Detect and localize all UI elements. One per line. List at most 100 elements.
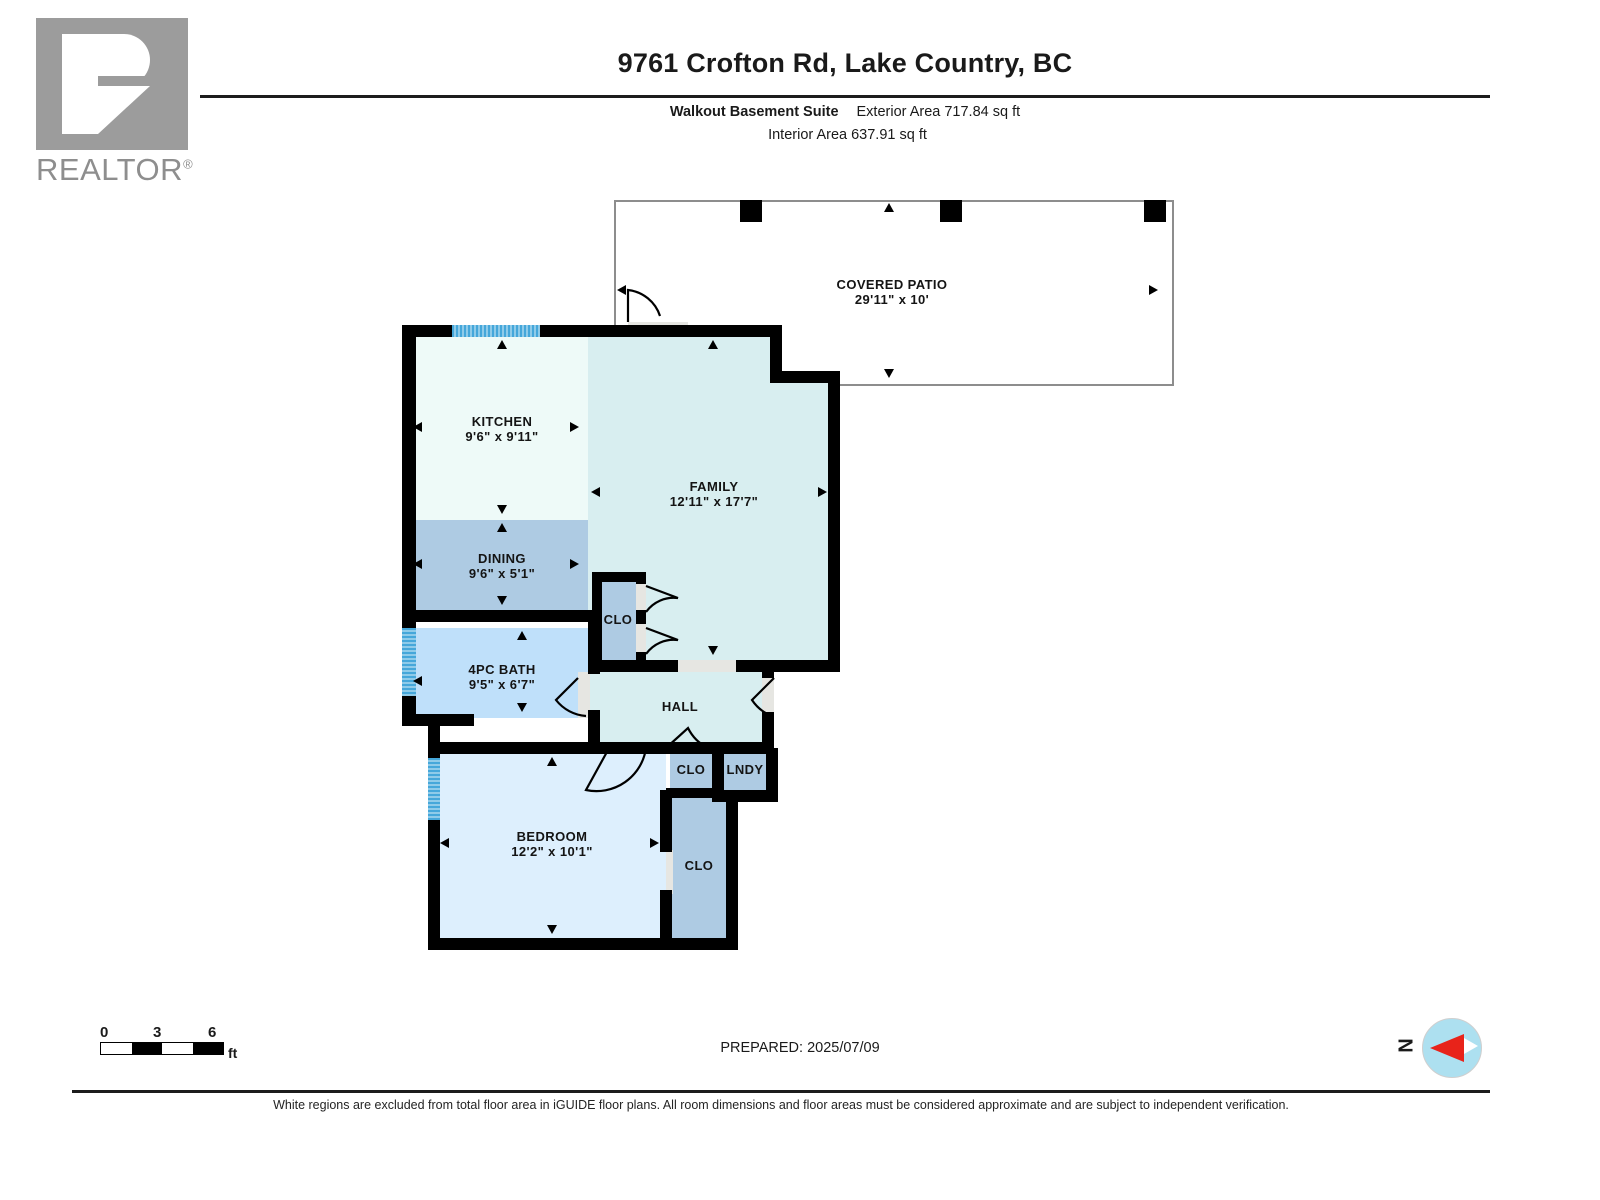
room-closet-family-fill [598, 578, 638, 660]
dim-arrow-bath-top [517, 631, 527, 640]
doorway-family-hall [676, 660, 736, 672]
page-title: 9761 Crofton Rd, Lake Country, BC [617, 48, 1073, 78]
scale-tick-3: 3 [153, 1024, 162, 1041]
dim-arrow-bedroom-bottom [547, 925, 557, 934]
window-kitchen-top [452, 325, 540, 337]
wall-bath-bottom2 [428, 742, 668, 754]
label-hall: HALL [661, 699, 699, 714]
dim-arrow-dining-right [570, 559, 579, 569]
window-bath-left [402, 628, 416, 696]
patio-pillar-1 [740, 200, 762, 222]
doorway-closet-bedroom [666, 850, 673, 894]
wall-bath-right [588, 622, 600, 674]
scale-bar: 0 3 6 ft [100, 1024, 240, 1061]
header-divider [200, 95, 1490, 98]
dim-arrow-bedroom-left [440, 838, 449, 848]
room-closet-bedroom-fill [672, 798, 726, 942]
dim-arrow-kitchen-top [497, 340, 507, 349]
dim-arrow-patio-left [617, 285, 626, 295]
label-kitchen-name: KITCHEN [471, 414, 533, 429]
dim-arrow-dining-top [497, 523, 507, 532]
wall-family-top [588, 325, 782, 337]
label-closet-hall: CLO [676, 762, 706, 777]
label-covered-patio-dim: 29'11" x 10' [854, 292, 930, 307]
wall-closet-family-right2 [636, 610, 646, 624]
wall-family-right-upper [770, 325, 782, 383]
scale-bar-graphic [100, 1042, 224, 1055]
dim-arrow-bath-bottom [517, 703, 527, 712]
label-bath-name: 4PC BATH [468, 662, 536, 677]
dim-arrow-family-left [591, 487, 600, 497]
label-closet-family: CLO [603, 612, 633, 627]
realtor-logo: REALTOR® [36, 18, 193, 196]
label-covered-patio: COVERED PATIO 29'11" x 10' [792, 277, 992, 307]
dim-arrow-kitchen-left [413, 422, 422, 432]
wall-family-bottom [736, 660, 840, 672]
dim-arrow-bath-left [413, 676, 422, 686]
wall-bedroom-right [660, 790, 672, 852]
label-family-dim: 12'11" x 17'7" [669, 494, 759, 509]
label-dining-dim: 9'6" x 5'1" [468, 566, 536, 581]
wall-closet-family-top [592, 572, 646, 582]
dim-arrow-bedroom-top [547, 757, 557, 766]
wall-bedroom-bottom [428, 938, 738, 950]
dim-arrow-kitchen-bottom [497, 505, 507, 514]
patio-pillar-3 [1144, 200, 1166, 222]
floor-plan-drawing: COVERED PATIO 29'11" x 10' [402, 200, 1174, 950]
dim-arrow-family-top [708, 340, 718, 349]
exterior-area: Exterior Area 717.84 sq ft [856, 104, 1021, 120]
wall-closet-family-right3 [636, 652, 646, 662]
wall-closet-hall-right [712, 748, 724, 794]
label-family-name: FAMILY [689, 479, 739, 494]
label-family: FAMILY 12'11" x 17'7" [624, 479, 804, 509]
room-laundry-fill [722, 750, 768, 790]
realtor-wordmark: REALTOR® [36, 152, 193, 188]
label-bedroom-name: BEDROOM [516, 829, 588, 844]
label-kitchen-dim: 9'6" x 9'11" [465, 429, 539, 444]
dim-arrow-bedroom-right [650, 838, 659, 848]
room-family-fill-ext [770, 382, 838, 660]
doorway-closet-family-upper [636, 580, 646, 614]
label-closet-bedroom: CLO [684, 858, 714, 873]
prepared-date: PREPARED: 2025/07/09 [720, 1040, 880, 1056]
suite-label: Walkout Basement Suite [669, 104, 839, 120]
disclaimer-text: White regions are excluded from total fl… [273, 1098, 1289, 1112]
dim-arrow-patio-top [884, 203, 894, 212]
scale-tick-0: 0 [100, 1024, 109, 1041]
label-bedroom: BEDROOM 12'2" x 10'1" [462, 829, 642, 859]
interior-area: Interior Area 637.91 sq ft [768, 127, 927, 143]
header-subtitle: Walkout Basement Suite Exterior Area 717… [200, 104, 1490, 143]
wall-closet-hall-bottom [666, 788, 724, 798]
scale-unit-label: ft [228, 1045, 238, 1061]
scale-tick-6: 6 [208, 1024, 217, 1041]
footer-divider [72, 1090, 1490, 1093]
registered-icon: ® [183, 156, 194, 172]
dim-arrow-family-right [818, 487, 827, 497]
wall-family-step [770, 371, 840, 383]
wall-hall-right [762, 660, 774, 678]
dim-arrow-dining-left [413, 559, 422, 569]
compass-needle-tail-icon [1464, 1038, 1478, 1054]
dim-arrow-family-bottom [708, 646, 718, 655]
wall-family-bottom-left [588, 660, 678, 672]
wall-dining-bottom [402, 610, 602, 622]
wall-closet-bedroom-right [726, 790, 738, 950]
window-bedroom-left [428, 758, 440, 820]
doorway-closet-family-lower [636, 622, 646, 656]
label-bedroom-dim: 12'2" x 10'1" [511, 844, 593, 859]
label-covered-patio-name: COVERED PATIO [836, 277, 948, 292]
dim-arrow-dining-bottom [497, 596, 507, 605]
room-kitchen-fill [416, 336, 588, 520]
wall-closet-family-right [636, 572, 646, 584]
dim-arrow-kitchen-right [570, 422, 579, 432]
label-dining-name: DINING [478, 551, 526, 566]
room-closet-hall-fill [670, 750, 712, 790]
label-bath: 4PC BATH 9'5" x 6'7" [412, 662, 592, 692]
label-bath-dim: 9'5" x 6'7" [468, 677, 536, 692]
compass-needle-icon [1430, 1034, 1464, 1062]
label-dining: DINING 9'6" x 5'1" [412, 551, 592, 581]
wall-bath-right2 [588, 710, 600, 746]
compass-rose: N [1380, 1010, 1490, 1082]
wall-family-right [828, 371, 840, 671]
realtor-r-mark [36, 18, 188, 150]
